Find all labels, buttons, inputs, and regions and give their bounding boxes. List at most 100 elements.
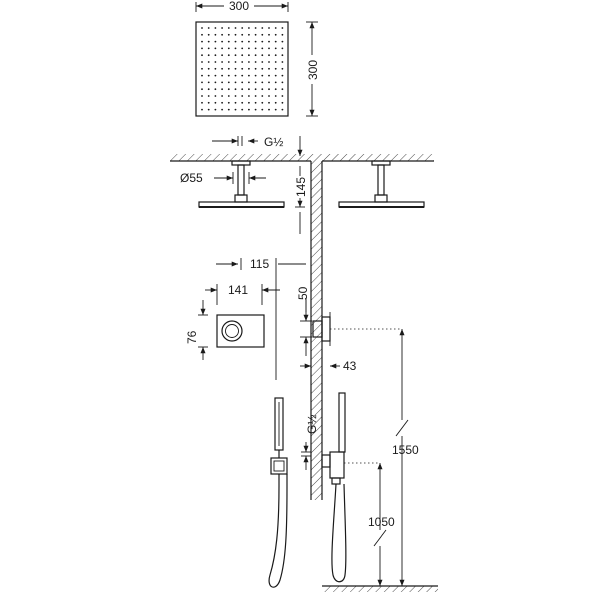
- nozzle-dot: [214, 81, 217, 84]
- nozzle-dot: [268, 108, 270, 111]
- nozzle-dot: [248, 47, 250, 50]
- nozzle-dot: [207, 88, 210, 91]
- nozzle-dot: [201, 67, 203, 70]
- nozzle-dot: [201, 88, 203, 91]
- nozzle-dot: [274, 47, 277, 50]
- dim-mixer-floor-height: 1550: [392, 329, 419, 586]
- nozzle-dot: [227, 47, 230, 50]
- nozzle-dot: [261, 54, 264, 57]
- nozzle-dot: [207, 74, 210, 77]
- nozzle-dot: [214, 101, 217, 104]
- nozzle-dot: [241, 33, 244, 36]
- nozzle-dot: [254, 61, 257, 63]
- nozzle-dot: [221, 101, 224, 104]
- nozzle-dot: [268, 61, 270, 63]
- nozzle-dot: [201, 54, 203, 57]
- nozzle-dot: [234, 33, 237, 36]
- nozzle-dot: [207, 33, 210, 36]
- nozzle-dot: [201, 101, 203, 104]
- nozzle-dot: [207, 108, 210, 111]
- nozzle-dot: [248, 101, 250, 104]
- nozzle-dot: [248, 27, 250, 29]
- nozzle-dot: [234, 95, 237, 97]
- nozzle-dot: [261, 74, 264, 77]
- nozzle-dot: [254, 27, 257, 29]
- label-mixer-offset: 115: [250, 257, 269, 271]
- nozzle-dot: [227, 101, 230, 104]
- nozzle-dot: [227, 74, 230, 77]
- nozzle-dot: [201, 47, 203, 50]
- nozzle-dot: [281, 40, 284, 43]
- nozzle-dot: [221, 95, 224, 97]
- hand-shower-front: [268, 397, 288, 588]
- nozzle-dot: [207, 61, 210, 63]
- nozzle-dot: [268, 40, 270, 43]
- nozzle-dot: [261, 108, 264, 111]
- nozzle-dot: [248, 61, 250, 63]
- nozzle-dot: [234, 101, 237, 104]
- nozzle-dot: [227, 88, 230, 91]
- nozzle-dot: [227, 33, 230, 36]
- nozzle-dot: [274, 61, 277, 63]
- dim-mixer-depth: 43: [300, 359, 357, 373]
- nozzle-dot: [214, 108, 217, 111]
- nozzle-dot: [241, 61, 244, 63]
- nozzle-dot: [207, 40, 210, 43]
- nozzle-dot: [274, 27, 277, 29]
- nozzle-dot: [261, 101, 264, 104]
- nozzle-dot: [248, 88, 250, 91]
- nozzle-dot: [248, 81, 250, 84]
- nozzle-dot: [241, 67, 244, 70]
- nozzle-dot: [201, 95, 203, 97]
- nozzle-dot: [234, 40, 237, 43]
- nozzle-dot: [214, 74, 217, 77]
- nozzle-dot: [254, 95, 257, 97]
- label-head-width: 300: [229, 0, 249, 13]
- nozzle-dot: [227, 27, 230, 29]
- nozzle-dot: [281, 101, 284, 104]
- nozzle-dot: [207, 27, 210, 29]
- nozzle-dot: [254, 74, 257, 77]
- label-mixer-above-50: 50: [296, 286, 310, 300]
- nozzle-dot: [214, 40, 217, 43]
- nozzle-dot: [281, 67, 284, 70]
- dim-mixer-50: 50: [296, 286, 312, 356]
- label-arm-diameter: Ø55: [180, 171, 203, 185]
- nozzle-dot: [248, 67, 250, 70]
- head-nozzle-grid: [201, 27, 284, 111]
- nozzle-dot: [201, 81, 203, 84]
- nozzle-dot: [261, 47, 264, 50]
- nozzle-dot: [254, 47, 257, 50]
- nozzle-dot: [241, 88, 244, 91]
- nozzle-dot: [234, 88, 237, 91]
- nozzle-dot: [281, 88, 284, 91]
- nozzle-dot: [207, 101, 210, 104]
- nozzle-dot: [254, 67, 257, 70]
- ceiling-arm-left: [198, 160, 285, 208]
- dim-outlet-thread: G½: [301, 415, 319, 470]
- floor: [322, 585, 438, 592]
- nozzle-dot: [268, 74, 270, 77]
- nozzle-dot: [234, 81, 237, 84]
- dim-mixer-offset: 115: [216, 257, 306, 380]
- nozzle-dot: [261, 61, 264, 63]
- nozzle-dot: [248, 54, 250, 57]
- nozzle-dot: [227, 81, 230, 84]
- nozzle-dot: [274, 108, 277, 111]
- nozzle-dot: [234, 74, 237, 77]
- nozzle-dot: [281, 95, 284, 97]
- nozzle-dot: [241, 74, 244, 77]
- nozzle-dot: [268, 101, 270, 104]
- nozzle-dot: [214, 61, 217, 63]
- nozzle-dot: [261, 33, 264, 36]
- nozzle-dot: [241, 108, 244, 111]
- nozzle-dot: [281, 61, 284, 63]
- nozzle-dot: [261, 40, 264, 43]
- nozzle-dot: [254, 54, 257, 57]
- nozzle-dot: [274, 101, 277, 104]
- nozzle-dot: [248, 74, 250, 77]
- nozzle-dot: [281, 27, 284, 29]
- nozzle-dot: [201, 40, 203, 43]
- nozzle-dot: [281, 81, 284, 84]
